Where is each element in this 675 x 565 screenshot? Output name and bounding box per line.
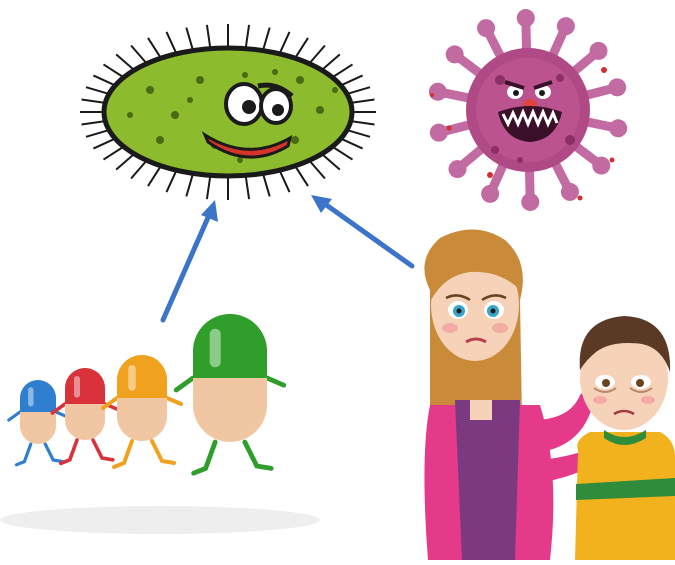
pill-capsule bbox=[9, 380, 67, 465]
child-icon bbox=[575, 316, 675, 560]
arrow-capsules-to-bacterium bbox=[163, 200, 218, 320]
bacterium-eyes bbox=[226, 84, 292, 124]
virus-icon bbox=[429, 9, 627, 211]
bacterium-icon bbox=[80, 24, 376, 200]
capsules-shadow bbox=[0, 506, 320, 534]
arrow-mother-to-bacterium bbox=[311, 195, 412, 266]
mother-tee bbox=[455, 400, 520, 560]
arrows bbox=[163, 195, 412, 320]
pill-capsule bbox=[103, 355, 181, 467]
pill-capsules-group bbox=[0, 314, 320, 534]
pill-capsule bbox=[176, 314, 284, 473]
